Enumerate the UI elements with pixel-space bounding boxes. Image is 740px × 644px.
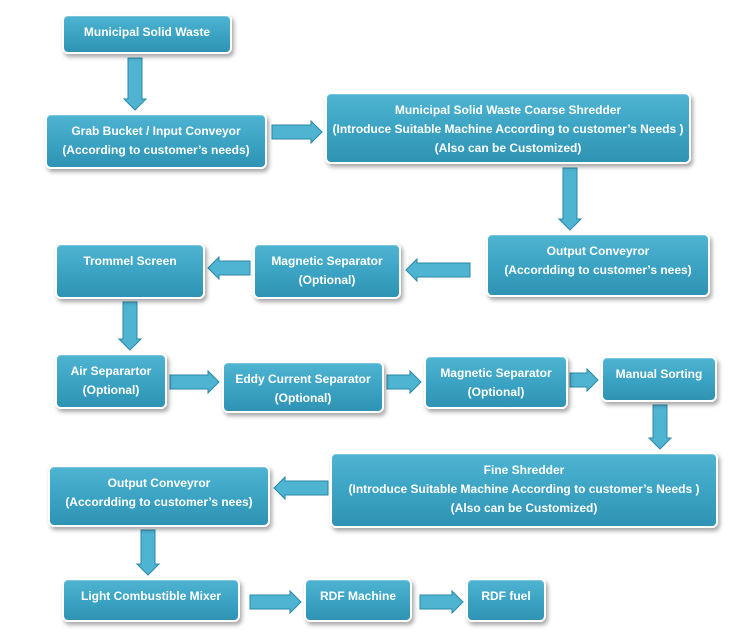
arrow-air-to-eddy [169,369,220,395]
node-trommel-screen: Trommel Screen [55,243,205,299]
node-rdf-fuel: RDF fuel [466,578,546,622]
node-sublabel: (Introduce Suitable Machine According to… [348,482,700,496]
node-magnetic-separator-1: Magnetic Separator (Optional) [253,243,401,299]
node-grab-bucket-input-conveyor: Grab Bucket / Input Conveyor (According … [45,113,267,169]
node-sublabel: (Introduce Suitable Machine According to… [332,122,684,136]
node-sublabel: (Also can be Customized) [450,501,598,515]
node-light-combustible-mixer: Light Combustible Mixer [62,578,240,622]
node-sublabel: (Accordding to customer’s nees) [504,263,692,277]
node-municipal-solid-waste: Municipal Solid Waste [62,14,232,54]
arrow-mixer-to-rdfmachine [249,589,302,615]
arrow-output-to-magnetic [405,257,471,283]
node-sublabel: (Optional) [82,383,140,397]
node-label: Grab Bucket / Input Conveyor [71,124,241,138]
node-label: Output Conveyror [107,476,211,490]
node-label: Eddy Current Separator [235,372,371,386]
node-magnetic-separator-2: Magnetic Separator (Optional) [424,355,568,409]
node-label: Manual Sorting [615,367,703,381]
node-label: Municipal Solid Waste [83,25,211,39]
node-sublabel: (Accordding to customer’s nees) [65,495,253,509]
arrow-waste-to-grab [122,57,148,111]
node-output-conveyor-2: Output Conveyror (Accordding to customer… [48,465,270,527]
arrow-eddy-to-magnetic [386,369,422,395]
node-manual-sorting: Manual Sorting [601,356,717,402]
node-sublabel: (Optional) [298,273,356,287]
node-label: Output Conveyror [546,244,650,258]
node-sublabel: (Also can be Customized) [434,141,582,155]
node-label: Trommel Screen [83,254,177,268]
node-air-separator: Air Separartor (Optional) [55,353,167,409]
node-sublabel: (According to customer’s needs) [62,143,250,157]
node-rdf-machine: RDF Machine [304,578,412,622]
node-sublabel: (Optional) [274,391,332,405]
arrow-trommel-to-air [117,301,143,351]
node-sublabel: (Optional) [467,385,525,399]
node-coarse-shredder: Municipal Solid Waste Coarse Shredder (I… [325,92,691,164]
arrow-coarse-to-output [557,167,583,231]
arrow-magnetic-to-manual [569,367,599,393]
arrow-grab-to-coarse [271,119,323,145]
node-label: RDF Machine [319,589,396,603]
arrow-rdfmachine-to-rdffuel [419,589,464,615]
node-label: Fine Shredder [483,463,565,477]
node-fine-shredder: Fine Shredder (Introduce Suitable Machin… [330,452,718,528]
arrow-fine-to-output [273,475,329,501]
node-label: Magnetic Separator [440,366,552,380]
arrow-manual-to-fine [647,404,673,450]
node-label: RDF fuel [481,589,531,603]
node-label: Municipal Solid Waste Coarse Shredder [394,103,622,117]
node-label: Magnetic Separator [271,254,383,268]
arrow-output-to-mixer [135,529,161,576]
node-label: Air Separartor [70,364,152,378]
arrow-magnetic-to-trommel [207,255,251,281]
node-eddy-current-separator: Eddy Current Separator (Optional) [222,361,384,413]
node-label: Light Combustible Mixer [80,589,221,603]
node-output-conveyor-1: Output Conveyror (Accordding to customer… [486,233,710,297]
